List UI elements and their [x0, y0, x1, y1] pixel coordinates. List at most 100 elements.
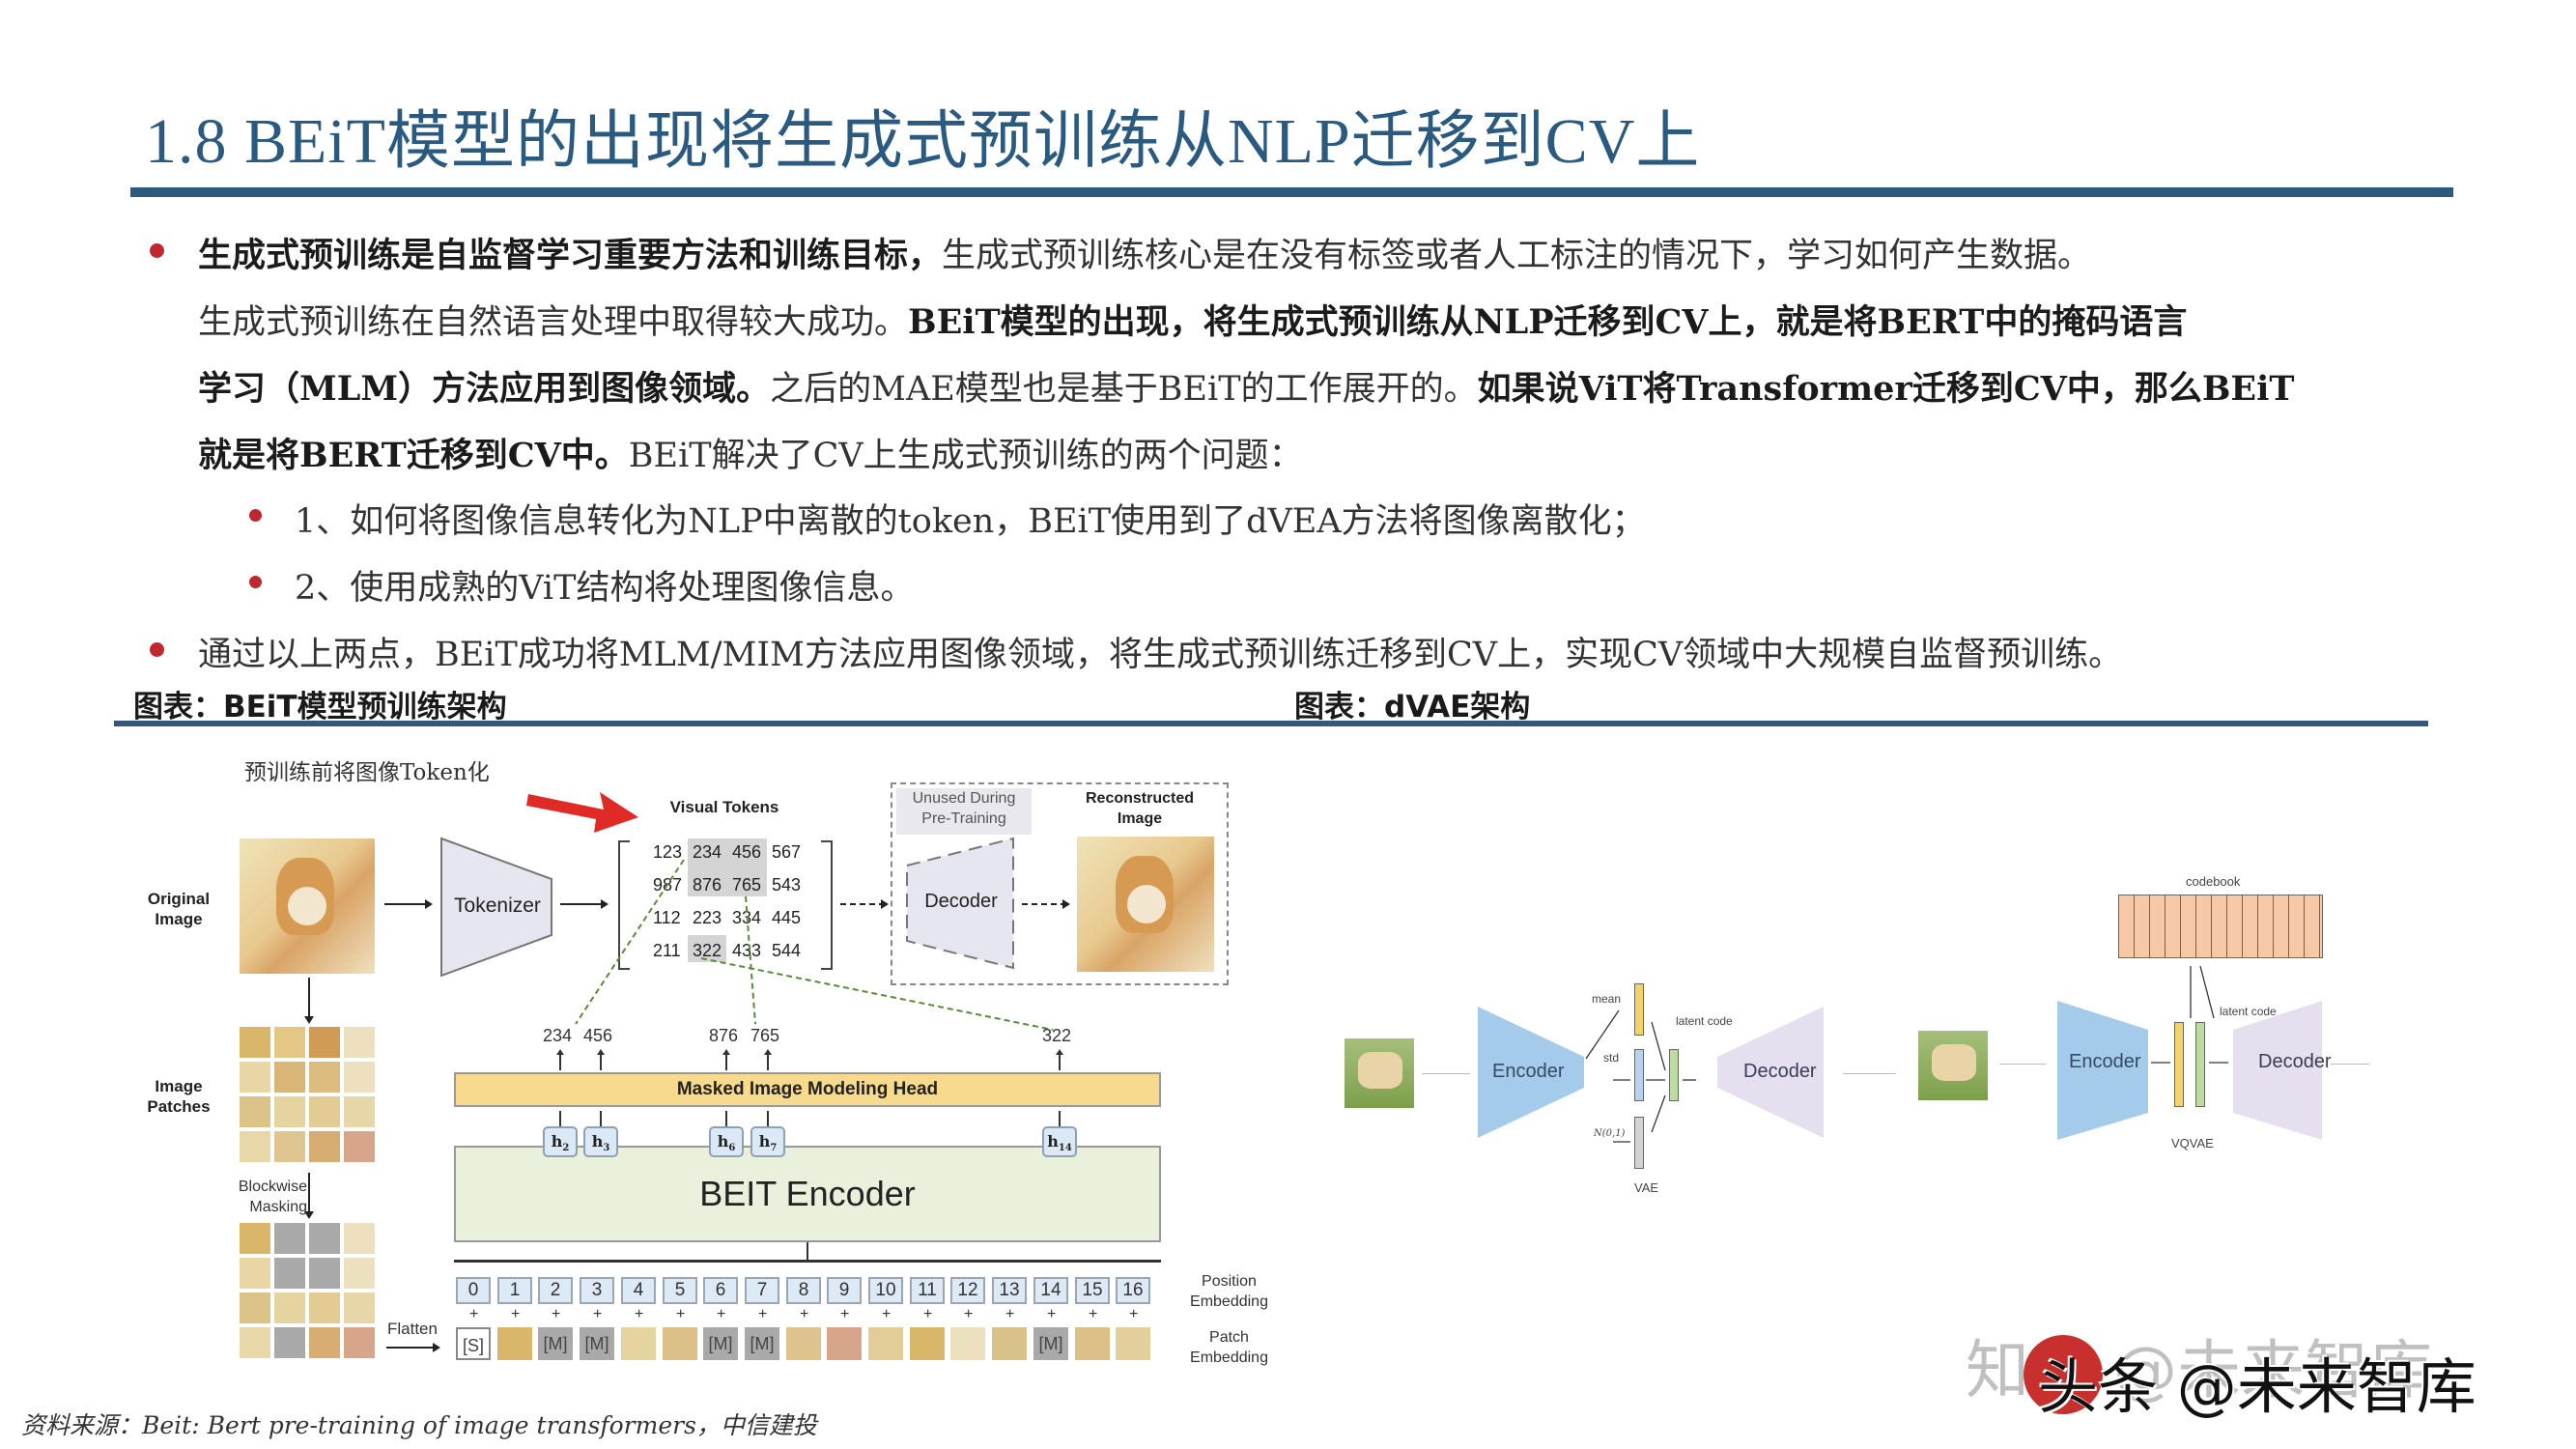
vqvae-caption: VQVAE: [2171, 1136, 2214, 1151]
patch-embedding: [910, 1327, 945, 1360]
vqvae-decoder-label: Decoder: [2258, 1051, 2332, 1072]
plus-sign: +: [923, 1306, 933, 1322]
arrow-down-icon: [304, 1173, 314, 1219]
token-highlight: [688, 935, 726, 962]
mean-label: mean: [1592, 992, 1622, 1006]
vqvae-decoder-block: [2233, 1001, 2322, 1140]
token: 223: [693, 908, 722, 927]
tokenizer-label: Tokenizer: [454, 895, 541, 917]
position-id-box: 6: [703, 1277, 738, 1304]
plus-sign: +: [800, 1306, 809, 1322]
noise-label: N(0,1): [1594, 1128, 1626, 1139]
plus-sign: +: [1129, 1306, 1139, 1322]
codebook-label: codebook: [2186, 874, 2241, 889]
token: 876: [693, 875, 722, 895]
prediction-dashed-arrows: [575, 859, 1054, 1031]
dashed-arrow-icon: [1022, 899, 1070, 909]
input-bracket-line: [454, 1260, 1161, 1263]
position-id-box: 16: [1116, 1277, 1150, 1304]
token: 456: [732, 842, 762, 862]
token: 544: [772, 941, 802, 960]
plus-sign: +: [593, 1306, 603, 1322]
position-id-box: 8: [786, 1277, 821, 1304]
patch-embedding: [M]: [745, 1327, 779, 1360]
position-id-box: 13: [992, 1277, 1027, 1304]
plus-sign: +: [964, 1306, 974, 1322]
vae-encoder-block: [1478, 1007, 1584, 1138]
position-id-box: 1: [497, 1277, 532, 1304]
right-bracket: [821, 840, 833, 970]
p1-bold: 如果说ViT将Transformer迁移到CV中，那么BEiT: [1477, 369, 2295, 409]
original-image-label: Original Image: [147, 890, 211, 928]
predicted-token: 234: [543, 1026, 573, 1045]
watermark-toutiao: 头条 @未来智库: [2038, 1351, 2477, 1422]
patch-embedding: [868, 1327, 903, 1360]
vqvae-latent-label: latent code: [2220, 1005, 2277, 1018]
plus-sign: +: [469, 1306, 479, 1322]
position-id-box: 2: [538, 1277, 573, 1304]
tokenize-annotation: 预训练前将图像Token化: [244, 760, 490, 785]
plus-sign: +: [882, 1306, 892, 1322]
input-arrow: [807, 1242, 808, 1260]
token: 123: [653, 842, 683, 862]
hidden-state-box: h2: [543, 1126, 578, 1157]
vae-encoder-label: Encoder: [1492, 1061, 1565, 1082]
plus-sign: +: [758, 1306, 768, 1322]
token: 234: [693, 842, 722, 862]
flatten-label: Flatten: [387, 1320, 438, 1338]
plus-sign: +: [552, 1306, 561, 1322]
paragraph-2: 通过以上两点，BEiT成功将MLM/MIM方法应用图像领域，将生成式预训练迁移到…: [198, 636, 2123, 674]
dvae-architecture-diagram: Encoder mean std N(0,1) latent code Deco…: [1333, 860, 2531, 1208]
patch-embedding: [621, 1327, 656, 1360]
codebook-block: [2118, 895, 2323, 958]
paragraph-1-line-1: 生成式预训练是自监督学习重要方法和训练目标，生成式预训练核心是在没有标签或者人工…: [198, 222, 2091, 290]
token: 211: [653, 941, 681, 960]
vae-arrows: [1585, 1009, 1696, 1143]
plus-sign: +: [1047, 1306, 1057, 1322]
source-citation: 资料来源：Beit: Bert pre-training of image tr…: [21, 1411, 817, 1439]
arrow-line: [1999, 1064, 2046, 1065]
slide-title: 1.8 BEiT模型的出现将生成式预训练从NLP迁移到CV上: [145, 106, 1701, 177]
predicted-token: 876: [709, 1026, 739, 1045]
position-id-box: 12: [950, 1277, 985, 1304]
unused-label: Unused During Pre-Training: [896, 788, 1032, 835]
dog-image: [1345, 1038, 1414, 1108]
up-arrows: [559, 1111, 1061, 1128]
visual-tokens-label: Visual Tokens: [669, 798, 779, 816]
predicted-token: 765: [750, 1026, 780, 1045]
position-id-box: 11: [910, 1277, 945, 1304]
vqvae-encoder-label: Encoder: [2069, 1051, 2141, 1072]
patch-embedding: [M]: [703, 1327, 738, 1360]
p1-text: 生成式预训练核心是在没有标签或者人工标注的情况下，学习如何产生数据。: [942, 237, 2092, 275]
token: 445: [772, 908, 802, 927]
hidden-state-box: h3: [583, 1126, 618, 1157]
patch-embedding: [950, 1327, 985, 1360]
p1-bold-lead: 生成式预训练是自监督学习重要方法和训练目标，: [198, 236, 943, 275]
sub-bullet-2: 2、使用成熟的ViT结构将处理图像信息。: [295, 569, 915, 608]
token: 567: [772, 842, 802, 862]
arrow-right-icon: [386, 1343, 440, 1352]
image-patches-grid: [240, 1027, 377, 1164]
toutiao-logo-icon: [2024, 1335, 2103, 1414]
sub-bullet-1: 1、如何将图像信息转化为NLP中离散的token，BEiT使用到了dVEA方法将…: [295, 502, 1646, 541]
unused-during-pretraining-box: [891, 782, 1229, 985]
position-id-box: 15: [1075, 1277, 1110, 1304]
arrow-line: [1422, 1073, 1470, 1074]
patch-embedding: [1116, 1327, 1150, 1360]
bullet-icon: [150, 642, 164, 657]
paragraph-1-line-4: 就是将BERT迁移到CV中。BEiT解决了CV上生成式预训练的两个问题：: [198, 422, 1303, 490]
plus-sign: +: [676, 1306, 686, 1322]
reconstructed-image: [1077, 837, 1214, 972]
token: 112: [653, 908, 681, 927]
p1-bold: 学习（MLM）方法应用到图像领域。: [198, 369, 771, 409]
vae-decoder-label: Decoder: [1743, 1061, 1817, 1082]
arrow-down-icon: [304, 978, 314, 1024]
position-id-box: 0: [456, 1277, 491, 1304]
decoder-block: [906, 837, 1014, 970]
latent-vector: [2195, 1022, 2205, 1107]
noise-vector: [1634, 1117, 1644, 1169]
paragraph-1-line-3: 学习（MLM）方法应用到图像领域。之后的MAE模型也是基于BEiT的工作展开的。…: [198, 355, 2294, 423]
latent-vector: [1669, 1049, 1679, 1101]
token: 433: [732, 941, 762, 960]
plus-sign: +: [1005, 1306, 1015, 1322]
